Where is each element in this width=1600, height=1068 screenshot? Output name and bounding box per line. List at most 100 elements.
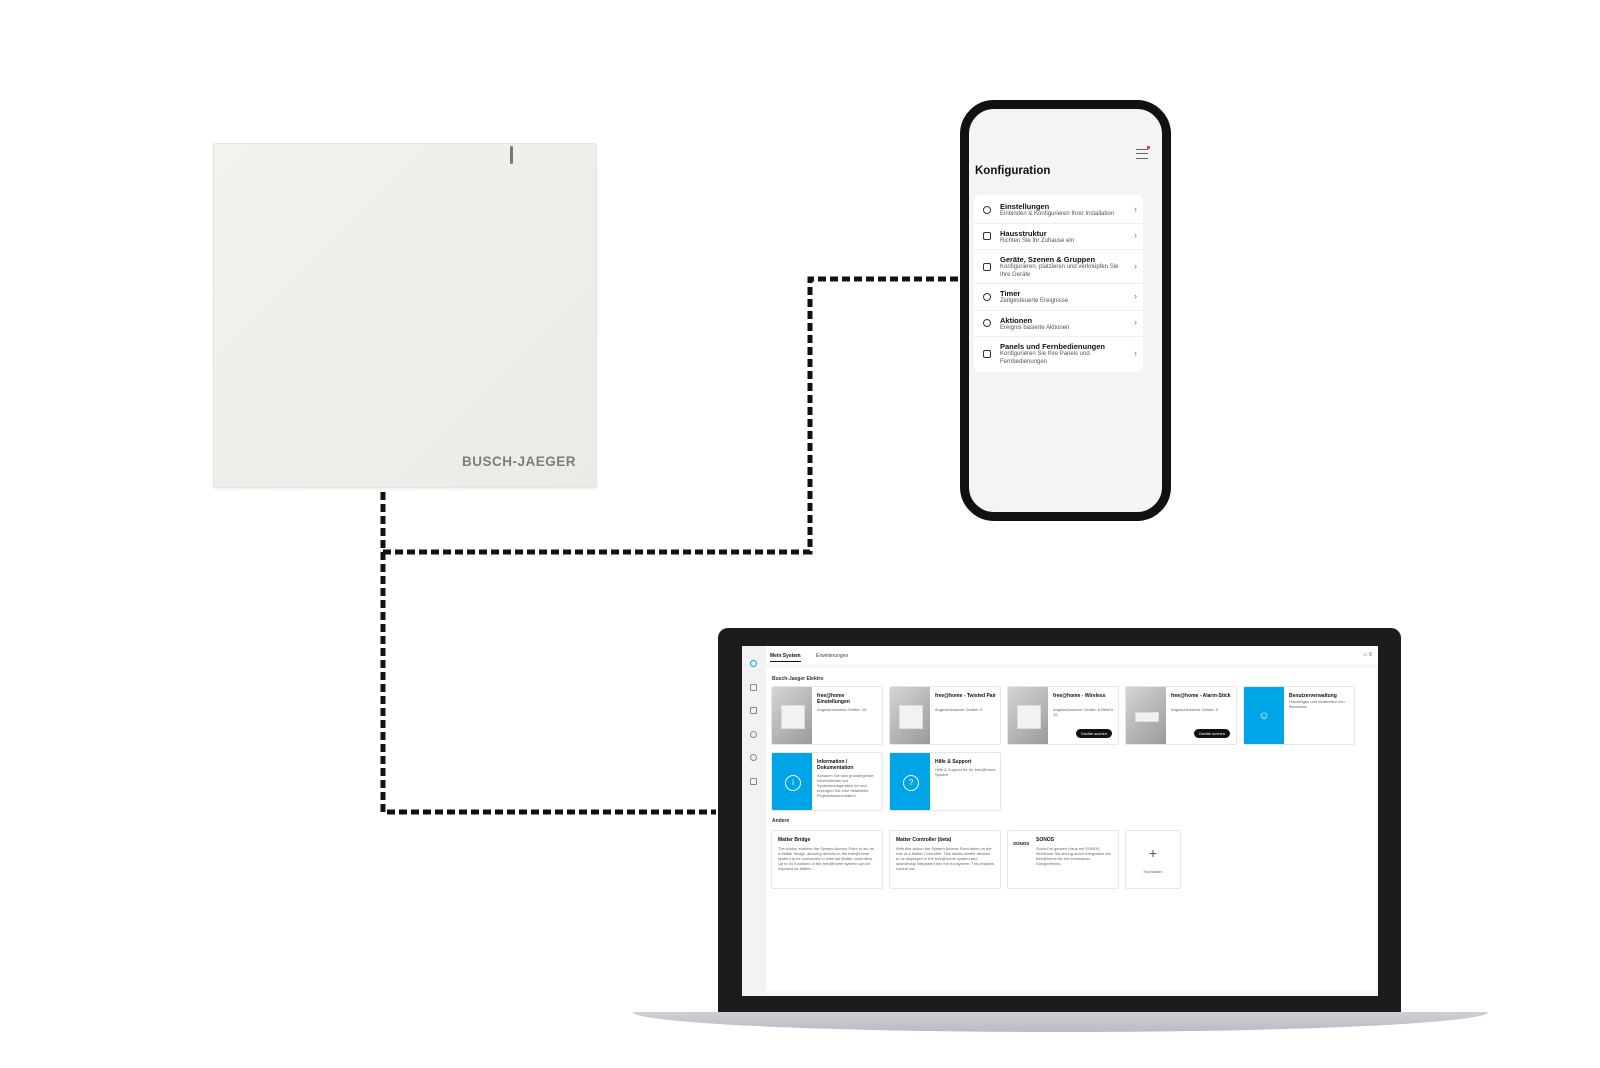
card-title: SONOS [1036,837,1055,843]
card-twisted-pair[interactable]: free@home - Twisted Pair Angeschlossene … [889,686,1001,745]
main-content: Busch-Jaeger Elektro free@home Einstellu… [766,668,1376,990]
menu-icon[interactable]: ⌂ ≡ [1363,652,1372,658]
config-item-einstellungen[interactable]: Einstellungen Einbinden & Konfigurieren … [974,197,1143,224]
laptop-display: Mein System Erweiterungen ⌂ ≡ Busch-Jaeg… [742,646,1378,996]
item-title: Panels und Fernbedienungen [1000,342,1106,351]
item-subtitle: Richten Sie Ihr Zuhause ein [1000,237,1075,244]
card-title: free@home - Alarm-Stick [1171,693,1231,699]
upload-card[interactable]: + Hochladen [1125,830,1181,889]
house-structure-icon [983,232,991,241]
config-item-hausstruktur[interactable]: Hausstruktur Richten Sie Ihr Zuhause ein… [974,224,1143,250]
gear-icon [983,205,991,214]
item-subtitle: Konfigurieren Sie Ihre Panels und Fernbe… [1000,351,1090,365]
card-information[interactable]: i Information / Dokumentation Schauen Si… [771,752,883,811]
upload-label: Hochladen [1143,869,1163,874]
smartphone: Konfiguration Einstellungen Einbinden & … [960,100,1171,521]
item-subtitle: Ereignis basierte Aktionen [1000,324,1070,331]
card-title: Hilfe & Support [935,759,972,765]
sidebar-structure-icon[interactable] [750,684,757,691]
card-hilfe-support[interactable]: ? Hilfe & Support Hilfe & Support für Ih… [889,752,1001,811]
item-title: Timer [1000,289,1021,298]
device-image [1008,687,1048,744]
card-subtitle: Sound im ganzen Haus mit SONOS. Mühelose… [1036,846,1111,866]
device-image [772,687,812,744]
line-ap-to-laptop [380,552,716,815]
item-title: Aktionen [1000,315,1033,325]
sidebar-home-icon[interactable] [750,660,757,667]
topbar: Mein System Erweiterungen ⌂ ≡ [766,646,1378,664]
notification-dot [1147,146,1150,149]
device-image [1126,687,1166,744]
item-subtitle: Konfigurieren, platzieren und verknüpfen… [1000,264,1119,278]
actions-icon [983,319,991,328]
card-subtitle: With this addon the System Access Point … [896,846,994,871]
sidebar-actions-icon[interactable] [750,754,757,761]
sidebar-panels-icon[interactable] [750,778,757,785]
sidebar [742,646,766,996]
search-devices-button[interactable]: Geräte suchen [1193,729,1230,738]
section-busch-jaeger[interactable]: Busch-Jaeger Elektro [772,676,824,682]
info-icon: i [772,753,812,810]
plus-icon: + [1148,845,1158,861]
help-icon: ? [890,753,930,810]
card-title: Matter Bridge [778,837,811,843]
card-title: Benutzerverwaltung [1289,693,1337,699]
card-subtitle: Angeschlossene Geräte: 0 [1171,707,1219,712]
item-title: Hausstruktur [1000,228,1047,238]
devices-icon [983,262,991,271]
card-sonos[interactable]: SONOS SONOS Sound im ganzen Haus mit SON… [1007,830,1119,889]
card-title: Information / Dokumentation [817,759,854,771]
card-subtitle: Schauen Sie sich grundlegende Informatio… [817,773,874,798]
chevron-right-icon: › [1134,230,1137,241]
chevron-right-icon: › [1134,260,1137,271]
card-matter-bridge[interactable]: Matter Bridge The Addon enables the Syst… [771,830,883,889]
config-item-timer[interactable]: Timer Zeitgesteuerte Ereignisse › [974,284,1143,311]
tab-mein-system[interactable]: Mein System [770,653,801,662]
card-benutzerverwaltung[interactable]: ☺ Benutzerverwaltung Hinzufügen und bear… [1243,686,1355,745]
card-wireless[interactable]: free@home - Wireless Angeschlossene Gerä… [1007,686,1119,745]
card-matter-controller[interactable]: Matter Controller (beta) With this addon… [889,830,1001,889]
sidebar-devices-icon[interactable] [750,707,757,714]
card-title: free@home Einstellungen [817,693,850,705]
sidebar-timer-icon[interactable] [750,731,757,738]
laptop-base [633,1012,1488,1032]
card-alarm-stick[interactable]: free@home - Alarm-Stick Angeschlossene G… [1125,686,1237,745]
config-list: Einstellungen Einbinden & Konfigurieren … [974,195,1143,372]
line-ap-to-phone [380,276,962,555]
card-title: free@home - Wireless [1053,693,1106,699]
status-led [510,146,513,164]
item-title: Einstellungen [1000,202,1050,211]
chevron-right-icon: › [1134,290,1137,301]
card-subtitle: Angeschlossene Geräte: 9 [935,707,983,712]
laptop: Mein System Erweiterungen ⌂ ≡ Busch-Jaeg… [718,628,1401,1014]
chevron-right-icon: › [1134,347,1137,358]
card-subtitle: Angeschlossene Geräte: 15 [817,707,867,712]
config-item-aktionen[interactable]: Aktionen Ereignis basierte Aktionen › [974,311,1143,337]
access-point-device: BUSCH-JAEGER [213,143,597,488]
brand-logo: BUSCH-JAEGER [461,454,576,469]
card-title: free@home - Twisted Pair [935,693,996,699]
page-title: Konfiguration [975,165,1051,177]
card-einstellungen[interactable]: free@home Einstellungen Angeschlossene G… [771,686,883,745]
search-devices-button[interactable]: Geräte suchen [1075,729,1112,738]
card-title: Matter Controller (beta) [896,837,952,843]
user-icon: ☺ [1244,687,1284,744]
config-item-geraete[interactable]: Geräte, Szenen & Gruppen Konfigurieren, … [974,250,1143,284]
card-subtitle: Hinzufügen und bearbeiten von Benutzern [1289,699,1345,709]
chevron-right-icon: › [1134,317,1137,328]
card-subtitle: Angeschlossene Geräte: 6 Befehl: 26 [1053,707,1114,717]
item-subtitle: Einbinden & Konfigurieren Ihrer Installa… [1000,211,1115,217]
card-subtitle: Hilfe & Support für Ihr free@home System [935,767,996,777]
panel-icon [983,349,991,358]
clock-icon [983,292,991,301]
item-subtitle: Zeitgesteuerte Ereignisse [1000,298,1069,304]
item-title: Geräte, Szenen & Gruppen [1000,255,1096,264]
chevron-right-icon: › [1134,203,1137,214]
card-subtitle: The Addon enables the System Access Poin… [778,846,874,871]
device-image [890,687,930,744]
section-andere[interactable]: Andere [772,818,790,824]
config-item-panels[interactable]: Panels und Fernbedienungen Konfigurieren… [974,337,1143,370]
tab-erweiterungen[interactable]: Erweiterungen [816,653,849,659]
hamburger-menu-icon[interactable] [1136,149,1148,159]
